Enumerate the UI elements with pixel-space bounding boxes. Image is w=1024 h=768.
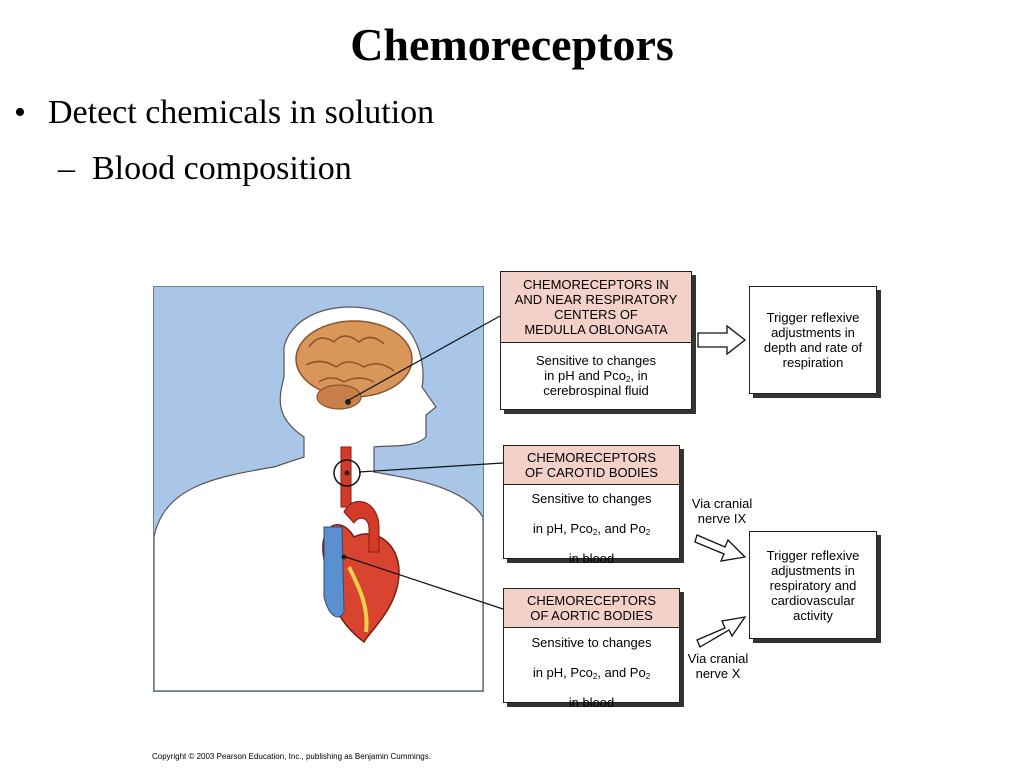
carotid-body-line2a: in pH, Pco xyxy=(532,521,593,536)
aortic-arch xyxy=(343,500,380,553)
carotid-body-line2b: , and Po xyxy=(597,521,646,536)
nerve-ix-arrow xyxy=(694,534,747,562)
bullet-text: Detect chemicals in solution xyxy=(48,94,435,131)
aortic-box-body: Sensitive to changes in pH, Pco2, and Po… xyxy=(504,628,679,710)
nerve-ix-label: Via cranial nerve IX xyxy=(691,496,753,526)
carotid-body-line3: in blood xyxy=(568,551,615,566)
sub-bullet-text: Blood composition xyxy=(92,150,352,187)
anatomy-illustration xyxy=(154,306,483,691)
medulla-output-box: Trigger reflexive adjustments in depth a… xyxy=(749,286,877,394)
medulla-box: CHEMORECEPTORS IN AND NEAR RESPIRATORY C… xyxy=(500,271,692,410)
medulla-body-text-end: , in cerebrospinal fluid xyxy=(543,367,649,398)
carotid-subscript-co2: 2 xyxy=(592,528,598,537)
aortic-body-line1: Sensitive to changes xyxy=(531,634,652,650)
aortic-body-line3: in blood xyxy=(568,694,615,710)
cerebellum xyxy=(316,384,362,410)
aortic-subscript-o2: 2 xyxy=(645,671,651,681)
nerve-x-label: Via cranial nerve X xyxy=(687,651,749,681)
anatomy-panel xyxy=(153,286,484,692)
medulla-output-text: Trigger reflexive adjustments in depth a… xyxy=(763,310,863,370)
shared-output-text: Trigger reflexive adjustments in respira… xyxy=(766,547,860,623)
bullet-marker: • xyxy=(14,94,26,131)
carotid-body-marker xyxy=(344,470,350,476)
carotid-box-body: Sensitive to changes in pH, Pco2, and Po… xyxy=(504,485,679,566)
sub-bullet-item: – Blood composition xyxy=(58,150,352,188)
carotid-box: CHEMORECEPTORS OF CAROTID BODIES Sensiti… xyxy=(503,445,680,566)
aortic-box: CHEMORECEPTORS OF AORTIC BODIES Sensitiv… xyxy=(503,588,680,710)
heart-vein xyxy=(323,526,345,618)
aortic-box-header: CHEMORECEPTORS OF AORTIC BODIES xyxy=(504,589,679,628)
medulla-output-arrow xyxy=(697,324,747,356)
bullet-item: • Detect chemicals in solution xyxy=(14,94,434,132)
aortic-body-line2a: in pH, Pco xyxy=(532,664,593,680)
medulla-marker xyxy=(345,399,351,405)
medulla-subscript: 2 xyxy=(625,374,631,384)
carotid-artery xyxy=(340,446,352,508)
aortic-body-line2b: , and Po xyxy=(597,664,646,680)
medulla-box-body: Sensitive to changes in pH and Pco2, in … xyxy=(501,343,691,407)
carotid-box-header: CHEMORECEPTORS OF CAROTID BODIES xyxy=(504,446,679,485)
medulla-box-header: CHEMORECEPTORS IN AND NEAR RESPIRATORY C… xyxy=(501,272,691,343)
aortic-body-marker xyxy=(341,554,347,560)
copyright-footer: Copyright © 2003 Pearson Education, Inc.… xyxy=(152,752,431,761)
carotid-body-circle xyxy=(333,459,361,487)
nerve-x-arrow xyxy=(696,616,747,648)
aortic-subscript-co2: 2 xyxy=(592,671,598,681)
slide-title: Chemoreceptors xyxy=(350,19,674,70)
shared-output-box: Trigger reflexive adjustments in respira… xyxy=(749,531,877,639)
carotid-subscript-o2: 2 xyxy=(645,528,651,537)
carotid-body-line1: Sensitive to changes xyxy=(531,491,652,506)
medulla-body-text: Sensitive to changes in pH and Pco xyxy=(536,352,656,383)
sub-bullet-marker: – xyxy=(58,150,75,187)
brain xyxy=(295,320,413,398)
